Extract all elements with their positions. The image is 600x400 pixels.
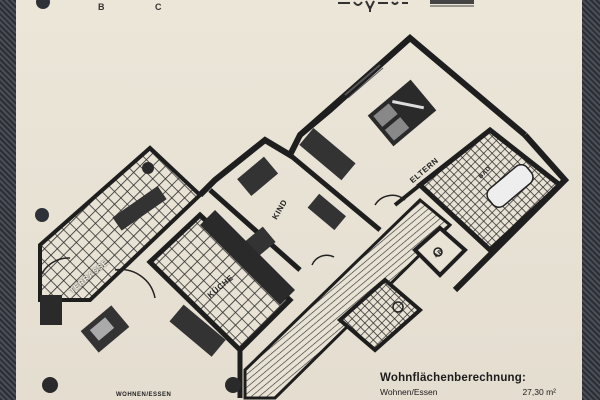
plant-icon [225,377,241,393]
bathtub-icon [486,164,534,208]
header-symbols [338,0,474,12]
area-calculation-title: Wohnflächenberechnung: [380,372,527,384]
area-room-value: 27,30 m² [522,387,556,397]
bed-kind-icon [237,156,279,196]
storage-room [412,225,468,278]
area-row: Wohnen/Essen 27,30 m² [380,387,556,397]
desk-icon [307,193,346,231]
plant-icon [142,162,154,174]
punch-hole-icon [36,0,50,9]
room-label-wohnen-essen: WOHNEN/ESSEN [116,392,172,398]
punch-hole-icon [35,208,49,222]
column-marker-c: C [155,2,162,12]
wall-eltern-bad [393,183,422,207]
wall-kind [208,188,302,272]
bed-icon [367,79,437,147]
area-room-name: Wohnen/Essen [380,387,438,397]
toilet-icon [433,247,443,257]
terrace-table-icon [112,185,167,231]
sink-icon [392,301,404,313]
door-swing-icon [311,254,335,266]
kitchen-floor [146,211,294,354]
outer-wall-right [452,133,570,293]
table-surface-left [0,0,16,400]
table-surface-right [582,0,600,400]
plant-icon [42,377,58,393]
door-swing-icon [114,268,156,299]
table-icon [169,304,226,357]
kitchen-counter [200,210,295,305]
wc-floor [336,277,424,353]
door-swing-icon [39,257,71,279]
wardrobe-icon [299,128,356,181]
area-calculation: Wohnflächenberechnung: Wohnen/Essen 27,3… [380,372,580,397]
wall-kind-eltern [288,153,382,232]
column-marker-b: B [98,2,105,12]
door-swing-icon [374,194,406,206]
